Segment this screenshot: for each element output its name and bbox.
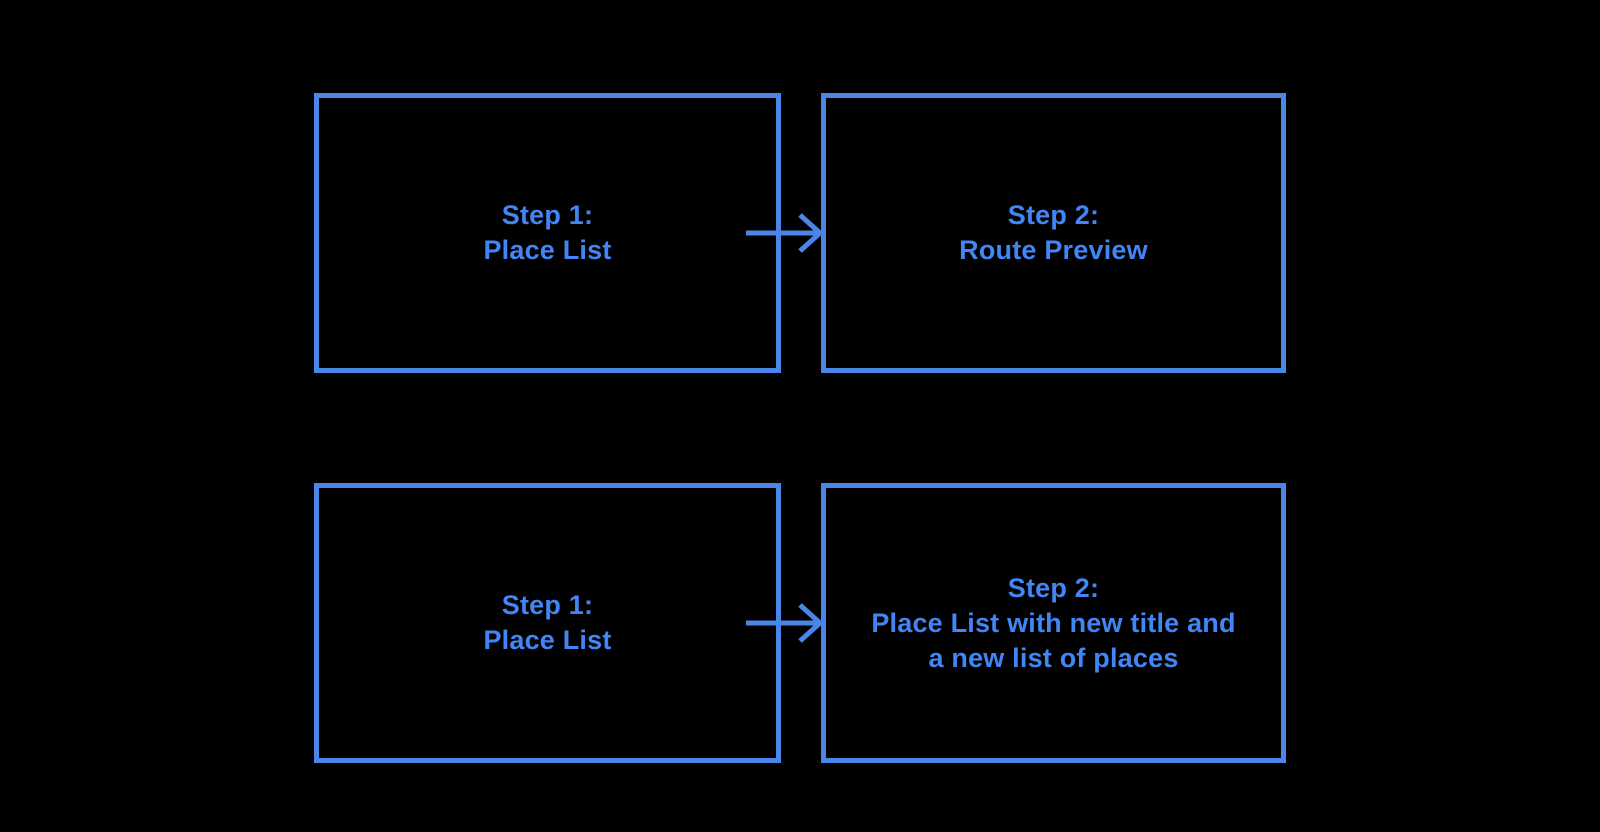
flow-box-label-line: a new list of places xyxy=(928,642,1179,673)
flow-box-label: Step 2: Route Preview xyxy=(959,198,1148,268)
flow-box-label: Step 1: Place List xyxy=(483,198,611,268)
flow-box-label-line: Place List xyxy=(483,625,612,655)
flow-box-step2-place-list-new: Step 2: Place List with new title and a … xyxy=(821,483,1286,763)
flow-arrow-right-icon xyxy=(746,603,822,643)
flow-box-label-line: Place List xyxy=(483,235,612,265)
flow-box-label-line: Step 2: xyxy=(1007,200,1100,230)
flow-box-step1-place-list-top: Step 1: Place List xyxy=(314,93,781,373)
flow-box-label-line: Route Preview xyxy=(959,235,1148,265)
flow-box-step1-place-list-bottom: Step 1: Place List xyxy=(314,483,781,763)
flow-arrow-right-icon xyxy=(746,213,822,253)
flow-box-label-line: Step 1: xyxy=(501,200,594,230)
flow-box-label-line: Place List with new title and xyxy=(871,607,1236,638)
flow-box-label-line: Step 1: xyxy=(501,590,594,620)
flow-box-label-line: Step 2: xyxy=(1007,572,1100,603)
flow-box-step2-route-preview: Step 2: Route Preview xyxy=(821,93,1286,373)
flow-box-label: Step 1: Place List xyxy=(483,588,611,658)
flow-box-label: Step 2: Place List with new title and a … xyxy=(871,571,1235,676)
